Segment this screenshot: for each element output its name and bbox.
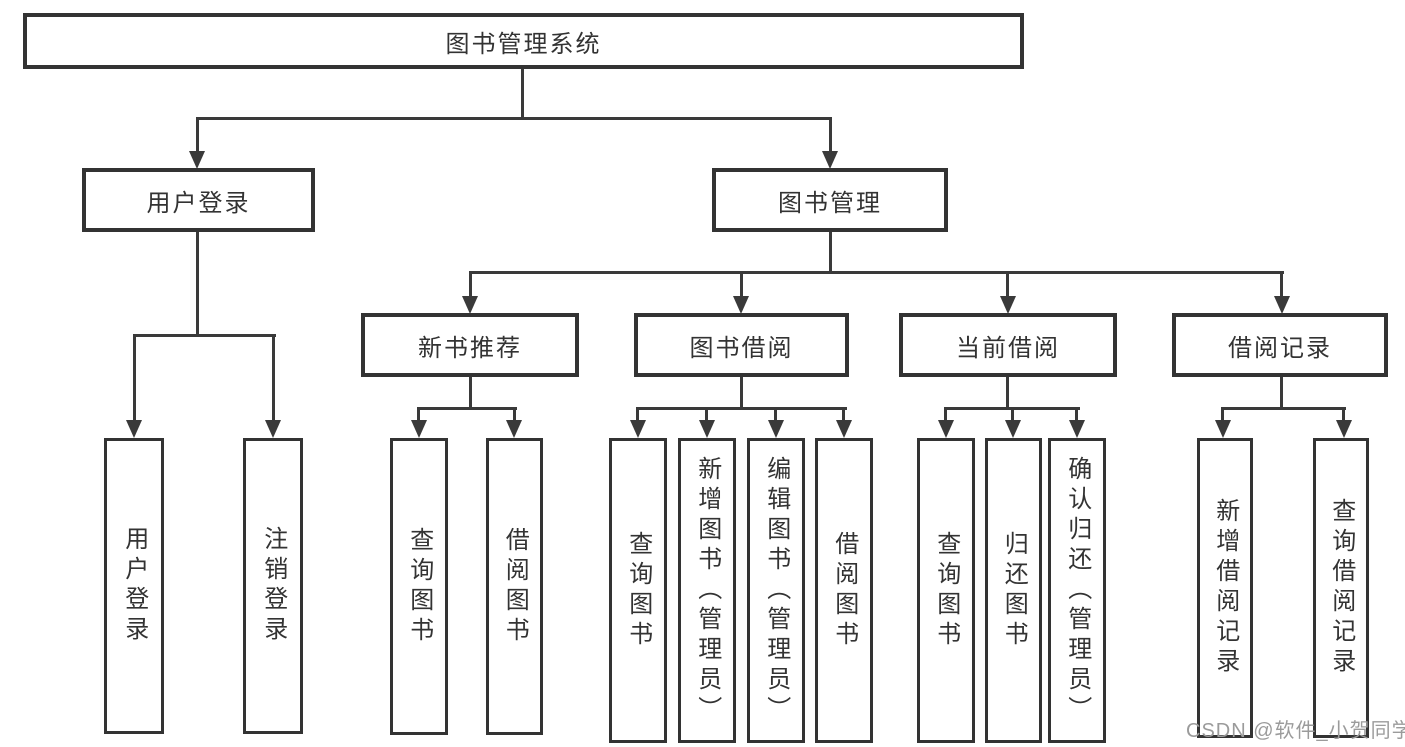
connector-line — [196, 232, 199, 336]
arrowhead-down-icon — [189, 151, 205, 169]
connector-line — [133, 334, 276, 337]
connector-line — [1075, 407, 1078, 421]
arrowhead-down-icon — [1274, 296, 1290, 314]
node-new-book-recommend: 新书推荐 — [361, 313, 579, 377]
node-borrow-records-label: 借阅记录 — [1228, 334, 1332, 362]
connector-line — [469, 271, 472, 298]
connector-line — [1011, 407, 1014, 421]
connector-line — [636, 407, 847, 410]
connector-line — [469, 377, 472, 410]
node-leaf-logout: 注销登录 — [243, 438, 303, 734]
node-leaf-add-borrow-record-label: 新增借阅记录 — [1211, 498, 1239, 678]
arrowhead-down-icon — [1000, 296, 1016, 314]
arrowhead-down-icon — [411, 420, 427, 438]
node-leaf-query-book-borrow-label: 查询图书 — [624, 530, 652, 651]
node-leaf-edit-book-admin-label: 编辑图书（管理员） — [762, 455, 790, 726]
connector-line — [1006, 377, 1009, 410]
arrowhead-down-icon — [630, 420, 646, 438]
node-system-root: 图书管理系统 — [23, 13, 1024, 69]
connector-line — [740, 271, 743, 298]
node-leaf-user-login-label: 用户登录 — [120, 526, 148, 646]
node-user-login: 用户登录 — [82, 168, 315, 232]
node-leaf-query-book-recommend: 查询图书 — [390, 438, 448, 735]
connector-line — [417, 407, 420, 421]
node-leaf-user-login: 用户登录 — [104, 438, 164, 734]
connector-line — [1280, 377, 1283, 410]
connector-line — [842, 407, 845, 421]
node-book-management: 图书管理 — [712, 168, 948, 232]
node-leaf-borrow-book-label: 借阅图书 — [830, 530, 858, 651]
node-user-login-label: 用户登录 — [146, 189, 251, 217]
node-system-root-label: 图书管理系统 — [445, 30, 602, 58]
node-current-borrow: 当前借阅 — [899, 313, 1117, 377]
arrowhead-down-icon — [265, 420, 281, 438]
node-leaf-borrow-book-recommend-label: 借阅图书 — [501, 526, 529, 647]
node-leaf-query-book-current-label: 查询图书 — [932, 530, 960, 651]
connector-line — [1221, 407, 1346, 410]
arrowhead-down-icon — [1215, 420, 1231, 438]
node-new-book-recommend-label: 新书推荐 — [418, 334, 522, 362]
connector-line — [740, 377, 743, 410]
arrowhead-down-icon — [462, 296, 478, 314]
arrowhead-down-icon — [822, 151, 838, 169]
csdn-watermark: CSDN @软件_小贺同学 — [1186, 720, 1405, 742]
arrowhead-down-icon — [1069, 420, 1085, 438]
connector-line — [829, 232, 832, 274]
node-leaf-borrow-book-recommend: 借阅图书 — [486, 438, 543, 735]
node-leaf-borrow-book: 借阅图书 — [815, 438, 873, 743]
node-leaf-add-borrow-record: 新增借阅记录 — [1197, 438, 1253, 738]
connector-line — [272, 334, 275, 421]
node-leaf-add-book-admin-label: 新增图书（管理员） — [693, 455, 721, 726]
arrowhead-down-icon — [836, 420, 852, 438]
arrowhead-down-icon — [733, 296, 749, 314]
arrowhead-down-icon — [126, 420, 142, 438]
node-leaf-return-book: 归还图书 — [985, 438, 1042, 743]
connector-line — [469, 271, 1284, 274]
connector-line — [196, 117, 832, 120]
connector-line — [133, 334, 136, 421]
arrowhead-down-icon — [506, 420, 522, 438]
connector-line — [705, 407, 708, 421]
connector-line — [1342, 407, 1345, 421]
arrowhead-down-icon — [699, 420, 715, 438]
connector-line — [1006, 271, 1009, 298]
node-leaf-query-book-borrow: 查询图书 — [609, 438, 667, 743]
arrowhead-down-icon — [1336, 420, 1352, 438]
node-leaf-confirm-return-admin-label: 确认归还（管理员） — [1063, 455, 1091, 726]
node-leaf-add-book-admin: 新增图书（管理员） — [678, 438, 736, 743]
node-book-borrow-label: 图书借阅 — [689, 334, 794, 362]
node-book-management-label: 图书管理 — [778, 189, 882, 217]
connector-line — [636, 407, 639, 421]
node-leaf-confirm-return-admin: 确认归还（管理员） — [1048, 438, 1106, 743]
arrowhead-down-icon — [768, 420, 784, 438]
node-leaf-query-borrow-record: 查询借阅记录 — [1313, 438, 1369, 738]
connector-line — [521, 69, 524, 120]
arrowhead-down-icon — [938, 420, 954, 438]
node-current-borrow-label: 当前借阅 — [956, 334, 1060, 362]
connector-line — [774, 407, 777, 421]
connector-line — [829, 117, 832, 153]
node-leaf-logout-label: 注销登录 — [259, 526, 287, 646]
connector-line — [417, 407, 517, 410]
connector-line — [1280, 271, 1283, 298]
node-leaf-return-book-label: 归还图书 — [1000, 530, 1028, 651]
connector-line — [1221, 407, 1224, 421]
arrowhead-down-icon — [1005, 420, 1021, 438]
node-leaf-query-book-recommend-label: 查询图书 — [405, 526, 433, 647]
node-leaf-edit-book-admin: 编辑图书（管理员） — [747, 438, 805, 743]
connector-line — [944, 407, 947, 421]
connector-line — [513, 407, 516, 421]
node-borrow-records: 借阅记录 — [1172, 313, 1388, 377]
node-leaf-query-book-current: 查询图书 — [917, 438, 975, 743]
connector-line — [196, 117, 199, 153]
node-book-borrow: 图书借阅 — [634, 313, 849, 377]
node-leaf-query-borrow-record-label: 查询借阅记录 — [1327, 498, 1355, 678]
